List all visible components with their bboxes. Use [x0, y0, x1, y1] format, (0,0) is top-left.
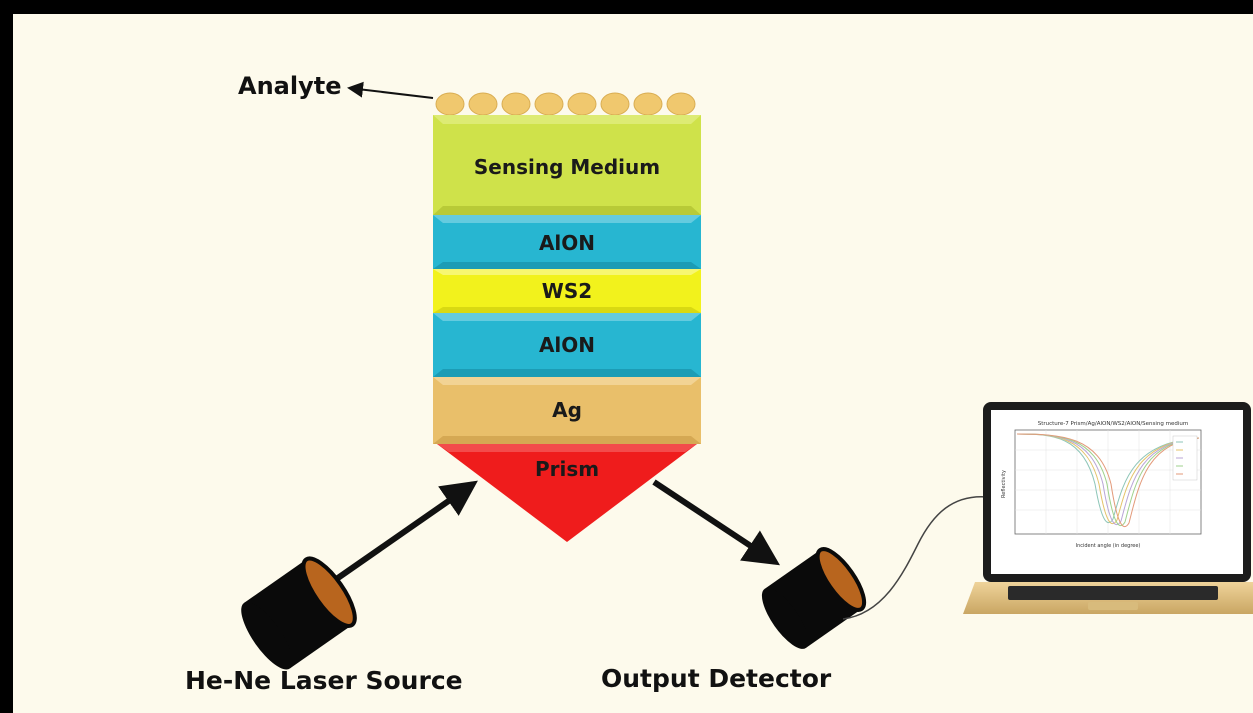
ws2-layer: [433, 269, 701, 313]
ag-label: Ag: [552, 398, 582, 422]
sensing-medium-layer: [433, 115, 701, 215]
reflected-beam-arrow: [652, 479, 781, 566]
analyte-bead: [435, 92, 465, 116]
plot-curve: [1016, 433, 1200, 525]
incident-beam-arrow: [333, 480, 478, 583]
ag-layer: [433, 377, 701, 444]
ws2-label: WS2: [542, 279, 592, 303]
output-detector-label: Output Detector: [601, 664, 832, 693]
alon-top-layer: [433, 215, 701, 269]
plot-curve: [1016, 433, 1200, 524]
laptop-keyboard: [1008, 586, 1218, 600]
output-detector: [761, 547, 867, 649]
laser-source: [241, 556, 357, 670]
analyte-bead: [468, 92, 498, 116]
sensing-medium-label: Sensing Medium: [474, 155, 660, 179]
analyte-bead: [501, 92, 531, 116]
screen-plot-xlabel: Incident angle (in degree): [1076, 543, 1141, 549]
analyte-arrow: [347, 81, 434, 99]
screen-plot-legend: [1172, 435, 1198, 481]
laptop-touchpad: [1088, 602, 1138, 610]
alon-bottom-label: AlON: [539, 333, 595, 357]
spr-sensor-diagram: Analyte Sensing Medium AlON WS2 AlON: [185, 72, 1253, 695]
plot-curve: [1016, 433, 1200, 528]
analyte-label: Analyte: [238, 72, 341, 100]
analyte-bead: [666, 92, 696, 116]
alon-top-label: AlON: [539, 231, 595, 255]
prism: [437, 444, 697, 542]
layer-stack: Sensing Medium AlON WS2 AlON Ag Prism: [433, 115, 701, 542]
plot-curve: [1016, 433, 1200, 527]
detector-cable: [842, 496, 989, 620]
laptop: Structure-7 Prism/Ag/AlON/WS2/AlON/Sensi…: [963, 402, 1253, 614]
laser-source-label: He-Ne Laser Source: [185, 666, 463, 695]
screen-plot-title: Structure-7 Prism/Ag/AlON/WS2/AlON/Sensi…: [1038, 421, 1189, 427]
analyte-bead: [534, 92, 564, 116]
screen-plot-ylabel: Reflectivity: [1001, 470, 1007, 498]
prism-label: Prism: [535, 457, 599, 481]
diagram-canvas: Analyte Sensing Medium AlON WS2 AlON: [13, 14, 1253, 713]
analyte-bead: [600, 92, 630, 116]
analyte-bead: [633, 92, 663, 116]
screen-plot: Structure-7 Prism/Ag/AlON/WS2/AlON/Sensi…: [1001, 421, 1202, 549]
alon-bottom-layer: [433, 313, 701, 377]
analyte-beads: [435, 92, 696, 116]
plot-curve: [1016, 433, 1200, 526]
analyte-bead: [567, 92, 597, 116]
